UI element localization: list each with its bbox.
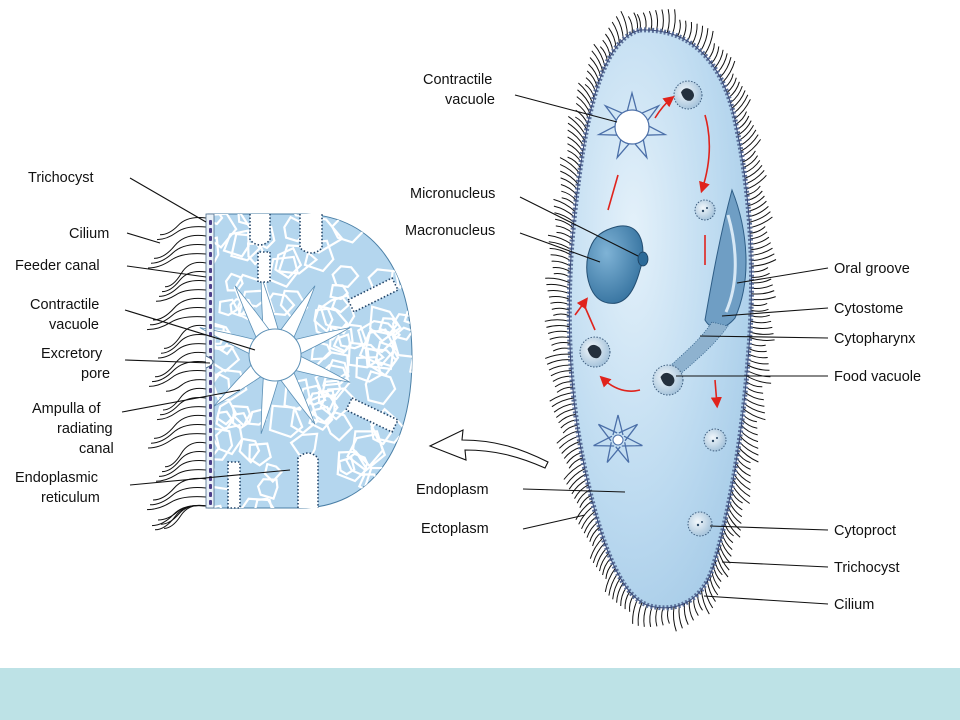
macronucleus: [586, 225, 644, 304]
food-vacuoles: [579, 80, 727, 537]
labels-left: Trichocyst Cilium Feeder canal Contracti…: [15, 170, 114, 506]
label-food-vacuole: Food vacuole: [834, 369, 921, 385]
labels-right: Contractile vacuole Micronucleus Macronu…: [405, 72, 921, 613]
label-ampulla-1: Ampulla of: [32, 401, 101, 417]
feeder-canals: [227, 214, 400, 509]
label-excretory-pore-1: Excretory: [41, 346, 103, 362]
label-ampulla-2: radiating: [57, 421, 113, 437]
label-macronucleus: Macronucleus: [405, 223, 495, 239]
label-micronucleus: Micronucleus: [410, 186, 495, 202]
leader-lines: [121, 94, 829, 605]
label-ampulla-3: canal: [79, 441, 114, 457]
label-oral-groove: Oral groove: [834, 261, 910, 277]
label-excretory-pore-2: pore: [81, 366, 110, 382]
paramecium-body: [566, 27, 755, 611]
cross-section: [199, 213, 413, 509]
contractile-vacuole-cross: [248, 328, 302, 382]
label-ectoplasm: Ectoplasm: [421, 521, 489, 537]
label-contractile-vacuole-left-2: vacuole: [49, 317, 99, 333]
label-cytostome: Cytostome: [834, 301, 903, 317]
label-feeder-canal: Feeder canal: [15, 258, 100, 274]
label-endoplasmic-reticulum-1: Endoplasmic: [15, 470, 98, 486]
label-trichocyst-left: Trichocyst: [28, 170, 94, 186]
label-trichocyst-right: Trichocyst: [834, 560, 900, 576]
footer-band: [0, 668, 960, 720]
cilia-left: [146, 217, 207, 531]
label-cytopharynx: Cytopharynx: [834, 331, 916, 347]
cyclosis-arrows: [574, 95, 722, 409]
paramecium-diagram: Trichocyst Cilium Feeder canal Contracti…: [15, 9, 921, 632]
label-cilium-left: Cilium: [69, 226, 109, 242]
label-cytoproct: Cytoproct: [834, 523, 896, 539]
label-contractile-vacuole-right-1: Contractile: [423, 72, 492, 88]
label-contractile-vacuole-left-1: Contractile: [30, 297, 99, 313]
label-cilium-right: Cilium: [834, 597, 874, 613]
contractile-vacuole-top: [596, 90, 668, 160]
micronucleus: [637, 251, 649, 267]
label-contractile-vacuole-right-2: vacuole: [445, 92, 495, 108]
label-endoplasm: Endoplasm: [416, 482, 489, 498]
contractile-vacuole-bottom: [593, 414, 643, 463]
label-endoplasmic-reticulum-2: reticulum: [41, 490, 100, 506]
magnify-arrow: [428, 429, 549, 469]
